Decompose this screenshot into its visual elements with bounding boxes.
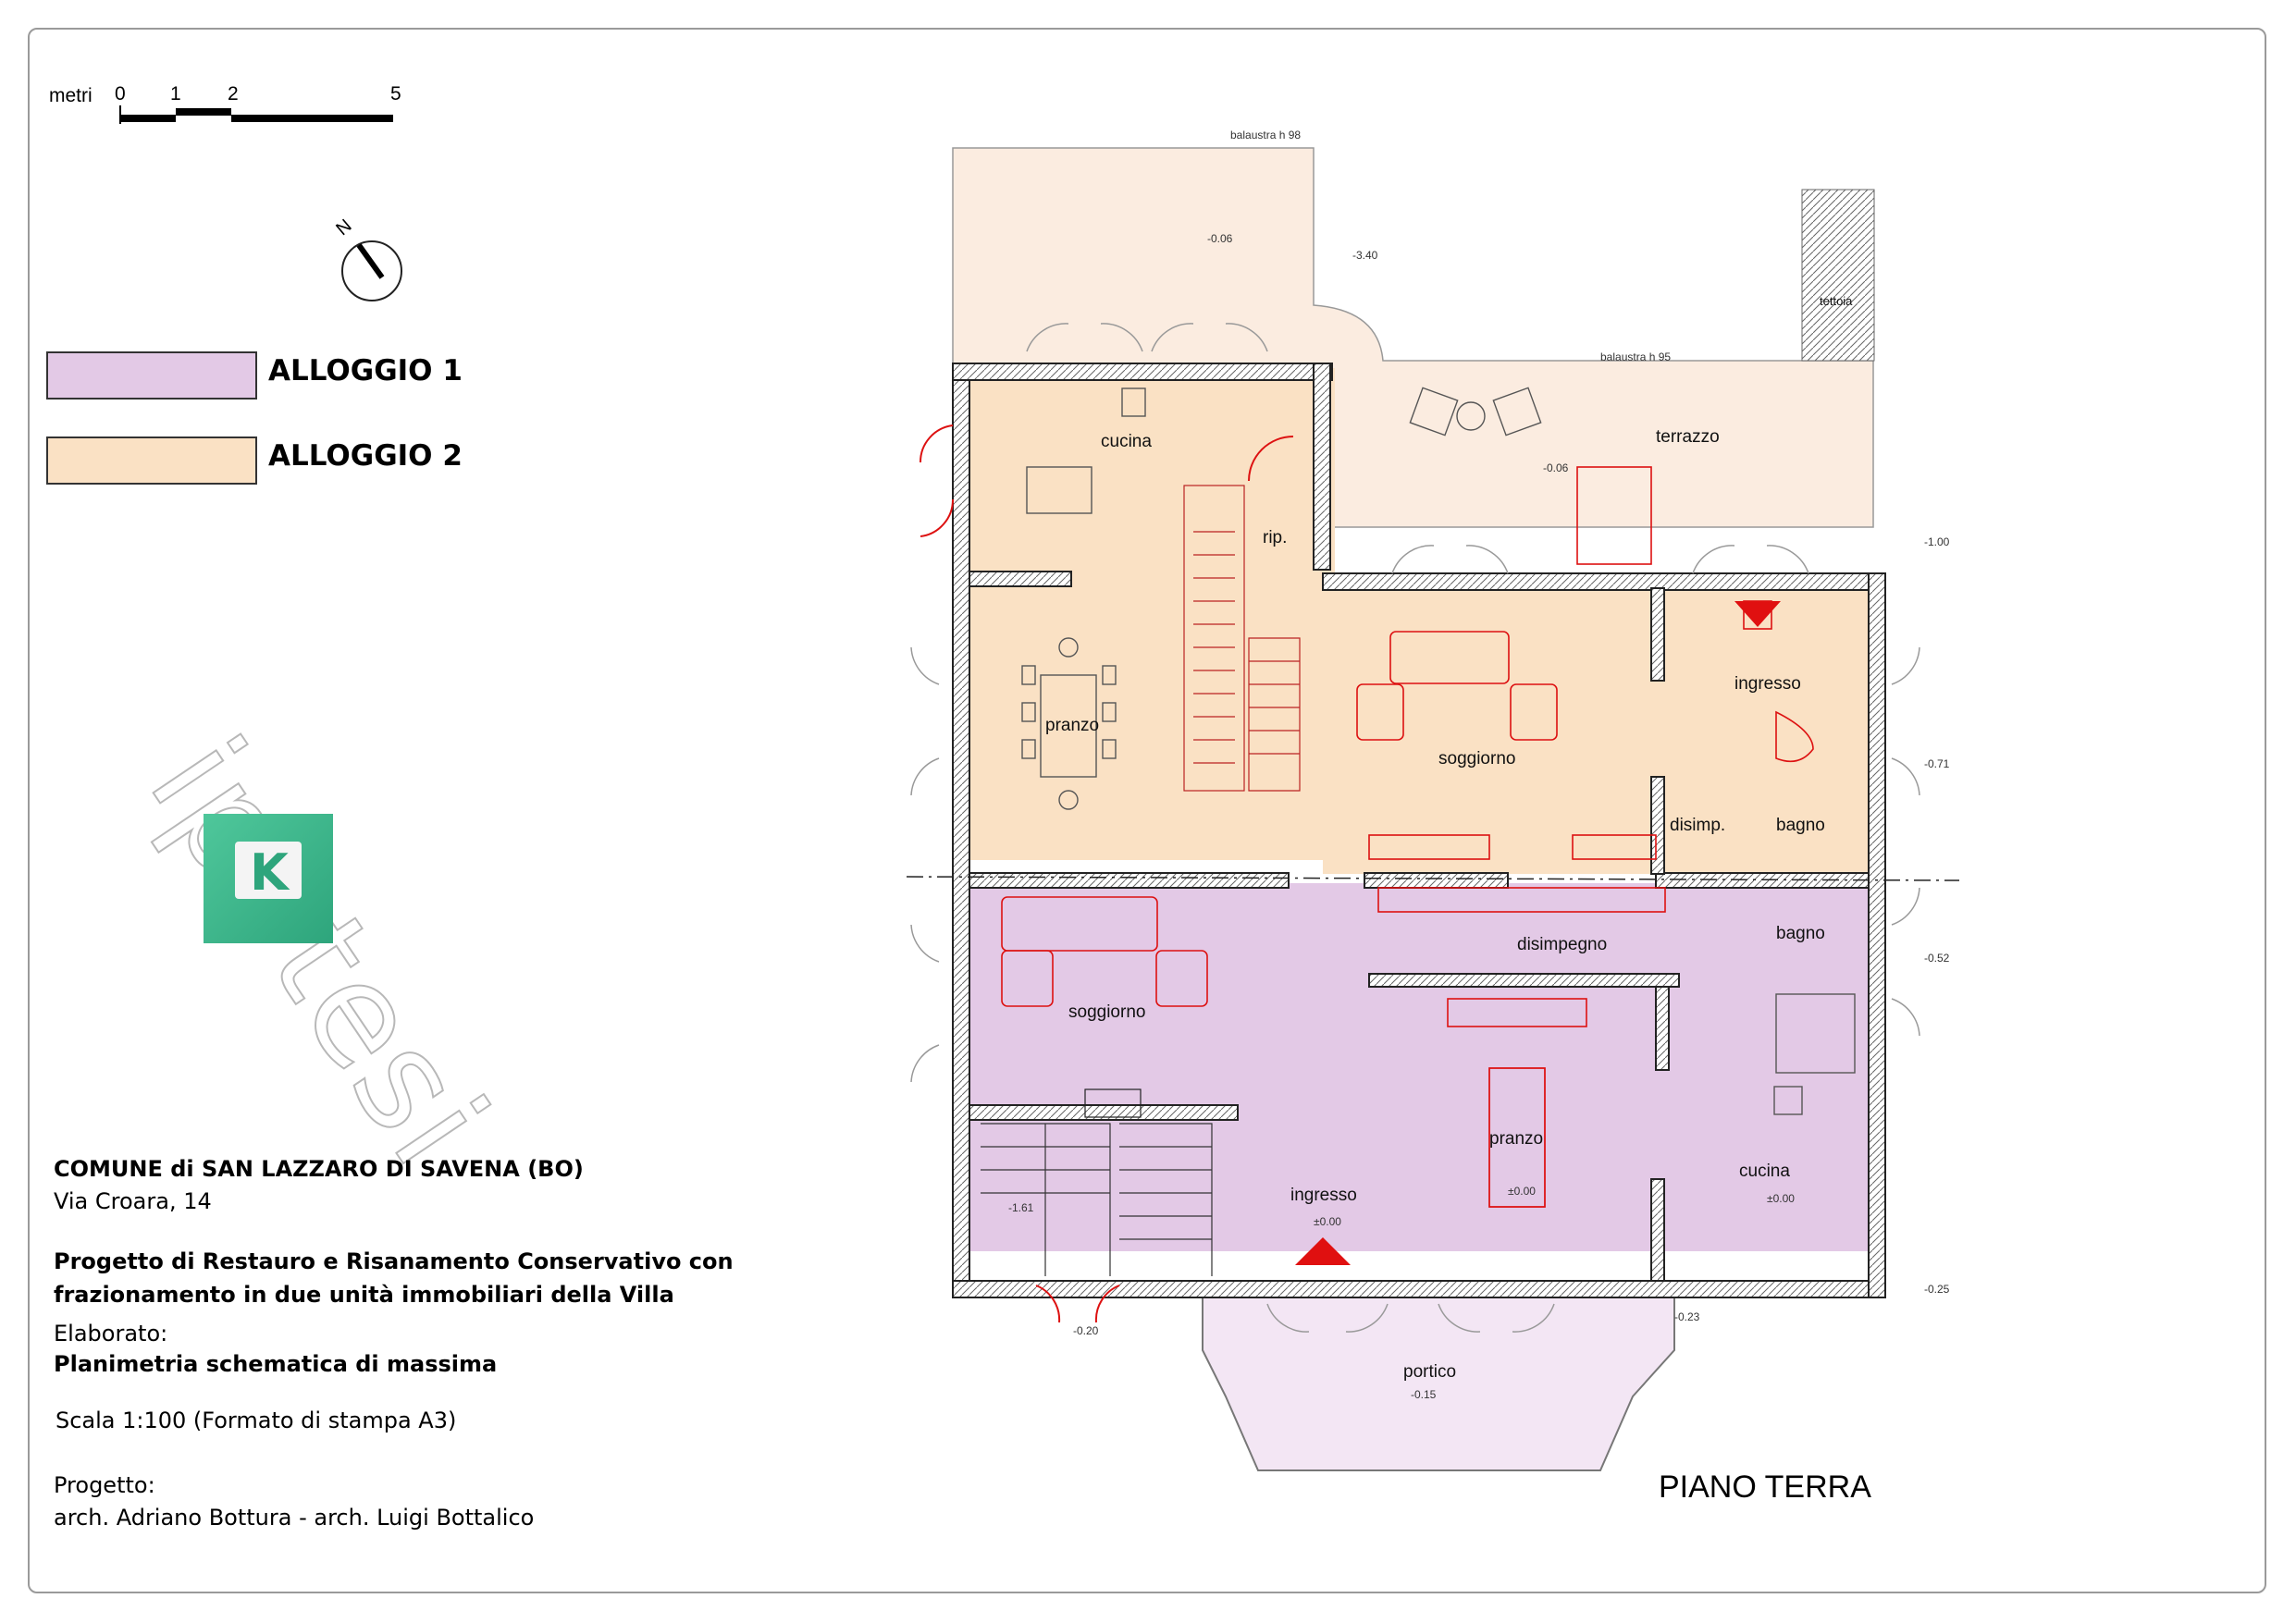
scale-tick-5: 5 — [390, 83, 401, 105]
logo: K — [204, 814, 333, 943]
level-pranzo-1: ±0.00 — [1508, 1185, 1536, 1198]
room-ingresso-2: ingresso — [1734, 674, 1801, 694]
room-disimpegno-1: disimpegno — [1517, 935, 1607, 954]
stairs-alloggio-2 — [1183, 485, 1301, 792]
stairs-alloggio-1 — [981, 1088, 1213, 1276]
scale-tick-0: 0 — [115, 83, 126, 105]
progetto-line-1: Progetto di Restauro e Risanamento Conse… — [54, 1248, 734, 1274]
room-tettoia: tettoia — [1820, 294, 1853, 308]
balaustra-95: balaustra h 95 — [1600, 350, 1671, 363]
room-portico: portico — [1403, 1362, 1456, 1382]
level-m052: -0.52 — [1924, 952, 1950, 965]
room-pranzo-2: pranzo — [1045, 716, 1099, 735]
level-scala: -1.61 — [1008, 1201, 1034, 1214]
alloggio-1 — [967, 883, 1869, 1251]
progettisti: arch. Adriano Bottura - arch. Luigi Bott… — [54, 1505, 535, 1531]
room-disimp-2: disimp. — [1670, 816, 1725, 835]
elaborato: Planimetria schematica di massima — [54, 1351, 498, 1377]
room-cucina-1: cucina — [1739, 1162, 1790, 1181]
scale-tick-1: 1 — [170, 83, 181, 105]
level-terrazzo-2: -3.40 — [1352, 249, 1378, 262]
legend-label-alloggio-2: ALLOGGIO 2 — [268, 439, 463, 473]
level-cucina-1: ±0.00 — [1767, 1192, 1795, 1205]
red-doors — [919, 424, 1294, 1323]
alloggio-2-west — [967, 368, 1335, 860]
level-portico: -0.15 — [1411, 1388, 1437, 1401]
exterior-doors — [910, 323, 1920, 1333]
section-line — [906, 876, 1960, 881]
progetto-titolo: Progetto di Restauro e Risanamento Conse… — [54, 1245, 757, 1311]
indirizzo: Via Croara, 14 — [54, 1188, 212, 1214]
walls — [952, 363, 1886, 1298]
north-arrow-icon — [341, 240, 402, 301]
room-soggiorno-1: soggiorno — [1068, 1002, 1145, 1022]
room-rip: rip. — [1263, 528, 1287, 547]
logo-speech-bubble-icon — [235, 842, 302, 899]
room-soggiorno-2: soggiorno — [1438, 749, 1515, 768]
piano-label: PIANO TERRA — [1659, 1469, 1871, 1505]
level-m025: -0.25 — [1924, 1283, 1950, 1296]
level-ext: -1.00 — [1924, 535, 1950, 548]
tettoia-area — [1801, 189, 1875, 362]
progetto-label: Progetto: — [54, 1472, 155, 1498]
level-ingresso-1: ±0.00 — [1314, 1215, 1341, 1228]
sheet-frame — [28, 28, 2266, 1593]
room-ingresso-1: ingresso — [1290, 1186, 1357, 1205]
progetto-line-2: frazionamento in due unità immobiliari d… — [54, 1282, 674, 1308]
furniture-grey — [1021, 387, 1856, 1208]
scale-tick-2: 2 — [228, 83, 239, 105]
room-bagno-1: bagno — [1776, 924, 1825, 943]
scale-bar — [119, 105, 393, 124]
elaborato-label: Elaborato: — [54, 1321, 168, 1346]
entrance-arrow-icon-2 — [1295, 1237, 1351, 1265]
level-m071: -0.71 — [1924, 757, 1950, 770]
level-terrazzo-3: -0.06 — [1543, 461, 1569, 474]
room-cucina-2: cucina — [1101, 432, 1152, 451]
room-pranzo-1: pranzo — [1489, 1129, 1543, 1149]
comune: COMUNE di SAN LAZZARO DI SAVENA (BO) — [54, 1156, 584, 1182]
scala: Scala 1:100 (Formato di stampa A3) — [56, 1408, 457, 1433]
room-bagno-2: bagno — [1776, 816, 1825, 835]
scale-unit: metri — [49, 85, 93, 106]
alloggio-2-east — [1323, 578, 1869, 874]
portico-area — [1202, 1294, 1675, 1471]
logo-letter: K — [250, 843, 289, 902]
level-terrazzo-1: -0.06 — [1207, 232, 1233, 245]
level-m020: -0.20 — [1073, 1324, 1099, 1337]
balaustra-98: balaustra h 98 — [1230, 129, 1301, 141]
room-terrazzo: terrazzo — [1656, 427, 1720, 447]
legend-swatch-alloggio-1 — [46, 351, 257, 400]
legend-label-alloggio-1: ALLOGGIO 1 — [268, 354, 463, 387]
entrance-arrow-icon — [1734, 601, 1781, 627]
legend-swatch-alloggio-2 — [46, 436, 257, 485]
level-m023: -0.23 — [1674, 1310, 1700, 1323]
